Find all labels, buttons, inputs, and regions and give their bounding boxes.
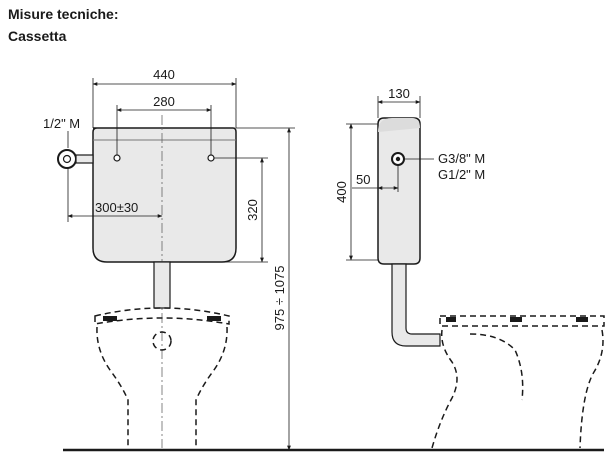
dim-depth: 130 bbox=[388, 86, 410, 101]
front-toilet-bowl bbox=[94, 307, 230, 448]
front-inlet-fitting bbox=[57, 149, 94, 169]
label-inlet-thread-side-2: G1/2" M bbox=[438, 167, 485, 182]
dim-width-total: 440 bbox=[153, 67, 175, 82]
dim-holes-height: 320 bbox=[245, 199, 260, 221]
page-title: Misure tecniche: bbox=[8, 6, 119, 22]
dim-inlet-offset: 50 bbox=[356, 172, 370, 187]
dim-tank-height: 400 bbox=[334, 181, 349, 203]
dim-wall-offset: 300±30 bbox=[95, 200, 138, 215]
dim-holes-spacing: 280 bbox=[153, 94, 175, 109]
page-subtitle: Cassetta bbox=[8, 28, 67, 44]
front-tank bbox=[92, 127, 237, 263]
label-inlet-thread-front: 1/2" M bbox=[43, 116, 80, 131]
side-tank bbox=[377, 117, 421, 265]
front-flush-pipe bbox=[153, 261, 171, 309]
mounting-hole-left bbox=[113, 154, 121, 162]
side-flush-pipe bbox=[391, 263, 441, 347]
dim-installation-height: 975 ÷ 1075 bbox=[272, 266, 287, 331]
mounting-hole-right bbox=[207, 154, 215, 162]
side-toilet-bowl bbox=[431, 315, 605, 449]
label-inlet-thread-side-1: G3/8" M bbox=[438, 151, 485, 166]
